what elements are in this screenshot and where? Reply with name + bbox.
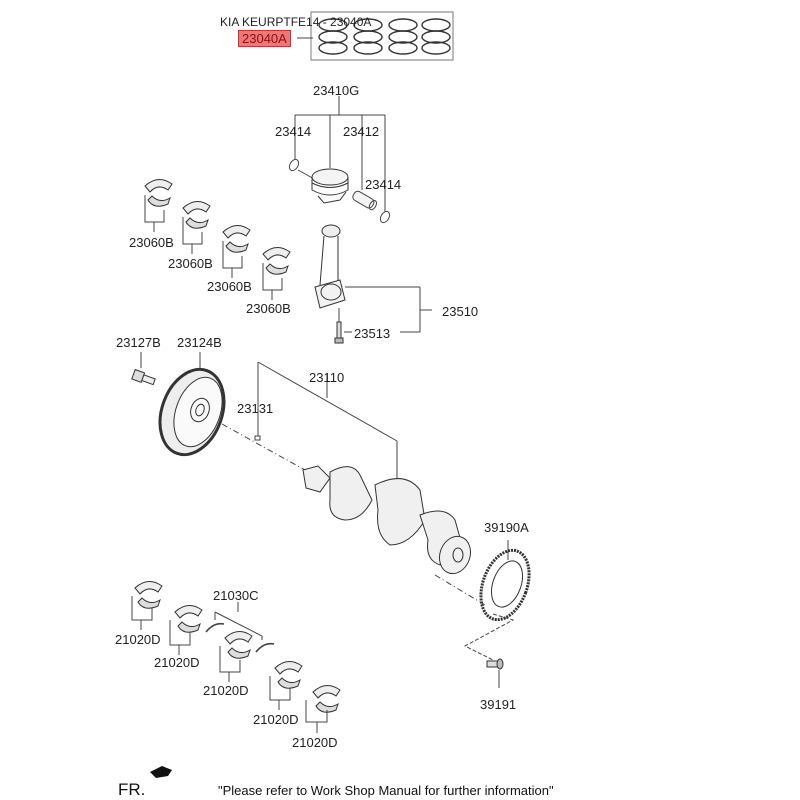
part-label-conrod-bearing-3[interactable]: 23060B [207, 279, 252, 294]
part-label-drive-plate[interactable]: 39190A [484, 520, 529, 535]
snap-ring-right [379, 210, 391, 224]
conrod-bolt-illustration [334, 321, 344, 344]
part-label-connecting-rod[interactable]: 23510 [442, 304, 479, 319]
part-23040A-highlighted[interactable]: 23040A [238, 30, 291, 47]
front-arrow-icon [150, 766, 172, 778]
front-indicator: FR. [118, 780, 146, 799]
part-label-main-bearing-5[interactable]: 21020D [292, 735, 338, 750]
plate-bolt-illustration [486, 658, 504, 670]
part-label-main-bearing-2[interactable]: 21020D [154, 655, 200, 670]
part-label-plate-bolt[interactable]: 39191 [480, 697, 517, 712]
piston-pin-illustration [352, 190, 377, 211]
snap-ring-left [288, 158, 300, 172]
part-label-key[interactable]: 23131 [237, 401, 274, 416]
part-label-damper-pulley[interactable]: 23124B [177, 335, 222, 350]
title-reference: KIA KEURPTFE14 - 23040A [220, 15, 372, 29]
crankshaft-illustration [302, 465, 472, 575]
part-label-thrust-bearing[interactable]: 21030C [213, 588, 259, 603]
part-label-piston-assembly[interactable]: 23410G [313, 83, 360, 98]
part-label-piston-pin[interactable]: 23412 [343, 124, 380, 139]
thrust-washer-1 [205, 622, 225, 633]
part-label-main-bearing-3[interactable]: 21020D [203, 683, 249, 698]
part-label-pulley-bolt[interactable]: 23127B [116, 335, 161, 350]
pulley-bolt-illustration [131, 368, 156, 386]
footnote: "Please refer to Work Shop Manual for fu… [218, 783, 554, 798]
part-label-snap-ring-left[interactable]: 23414 [275, 124, 312, 139]
part-label-main-bearing-4[interactable]: 21020D [253, 712, 299, 727]
main-bearing-illustrations [134, 581, 341, 713]
part-label-conrod-bearing-4[interactable]: 23060B [246, 301, 291, 316]
connecting-rod-illustration [314, 224, 346, 309]
part-label-conrod-bearing-1[interactable]: 23060B [129, 235, 174, 250]
conrod-bearing-illustrations [144, 179, 291, 275]
part-label-main-bearing-1[interactable]: 21020D [115, 632, 161, 647]
damper-pulley-illustration [158, 367, 226, 457]
part-label-conrod-bearing-2[interactable]: 23060B [168, 256, 213, 271]
part-label-snap-ring-right[interactable]: 23414 [365, 177, 402, 192]
thrust-washer-2 [255, 642, 275, 653]
piston-ring-set-illustration [318, 18, 451, 55]
piston-illustration [311, 168, 349, 204]
part-label-conrod-bolt[interactable]: 23513 [354, 326, 391, 341]
part-label-crankshaft[interactable]: 23110 [309, 370, 345, 385]
drive-plate-illustration [479, 548, 531, 622]
key-illustration [254, 435, 261, 441]
